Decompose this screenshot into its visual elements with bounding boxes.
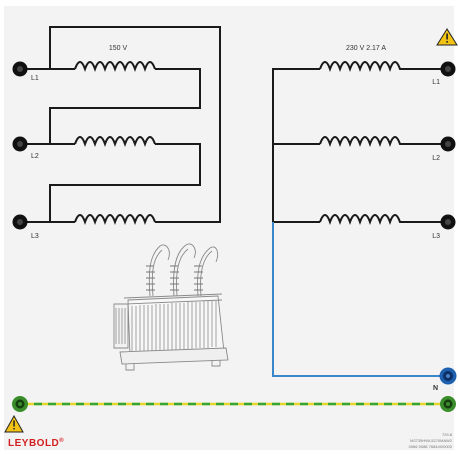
coil-secondary-2	[319, 136, 447, 147]
terminal-left-l1[interactable]	[12, 61, 28, 77]
coil-primary-3	[74, 214, 156, 225]
warning-triangle-icon	[4, 414, 24, 433]
wire-secondary-star-bus	[272, 68, 320, 222]
terminal-right-l2-label: L2	[432, 155, 440, 162]
transformer-illustration	[113, 243, 229, 371]
secondary-rating-label: 230 V 2.17 A	[346, 45, 386, 52]
terminal-earth-left[interactable]	[12, 396, 28, 412]
terminal-left-l2-label: L2	[31, 153, 39, 160]
warning-triangle-icon	[436, 28, 458, 46]
secondary-wiring	[272, 61, 447, 225]
wire-primary-outer-loop	[49, 26, 221, 223]
catalog-serial: 0066 0088 768440/0000	[409, 444, 453, 449]
terminal-left-l3[interactable]	[12, 214, 28, 230]
terminal-left-l2[interactable]	[12, 136, 28, 152]
primary-rating-label: 150 V	[109, 45, 128, 52]
terminal-earth-right[interactable]	[440, 396, 456, 412]
wire-primary-1-return	[49, 68, 201, 144]
terminal-right-l2[interactable]	[440, 136, 456, 152]
terminal-neutral[interactable]	[439, 367, 457, 385]
catalog-number: 729.8	[442, 432, 453, 437]
neutral-wire	[272, 222, 447, 377]
coil-secondary-3	[319, 214, 447, 225]
terminal-right-l1[interactable]	[440, 61, 456, 77]
catalog-code: M2735HWL5270MAW2	[410, 438, 453, 443]
coil-primary-1	[74, 61, 156, 72]
wire-primary-2-return	[49, 143, 201, 222]
terminal-right-l3-label: L3	[432, 233, 440, 240]
primary-wiring	[20, 26, 221, 225]
coil-secondary-1	[319, 61, 447, 72]
terminal-left-l3-label: L3	[31, 233, 39, 240]
brand-logo: LEYBOLD®	[8, 437, 64, 449]
terminal-neutral-label: N	[433, 385, 438, 392]
terminal-left-l1-label: L1	[31, 75, 39, 82]
panel-background	[4, 6, 454, 450]
terminal-right-l3[interactable]	[440, 214, 456, 230]
coil-primary-2	[74, 136, 156, 147]
terminal-right-l1-label: L1	[432, 79, 440, 86]
